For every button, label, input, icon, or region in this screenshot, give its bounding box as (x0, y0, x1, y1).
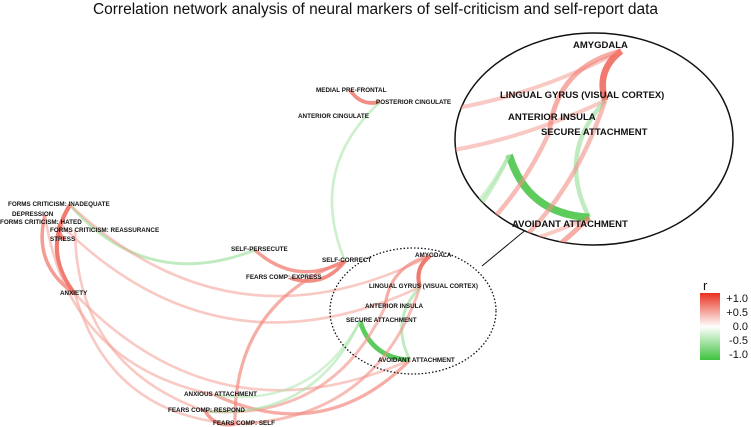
node-label-fcs: FEARS COMP: SELF (213, 420, 275, 427)
zoom-label: SECURE ATTACHMENT (541, 127, 648, 138)
figure-title: Correlation network analysis of neural m… (92, 1, 659, 18)
zoom-inset-labels: AMYGDALA LINGUAL GYRUS (VISUAL CORTEX) ANT… (500, 40, 664, 230)
zoom-label: AMYGDALA (573, 40, 628, 51)
edge-pc-sc (330, 101, 381, 262)
edge-fci-sp (68, 204, 256, 266)
legend-tick: +0.5 (726, 307, 748, 319)
edge-anxa-av (214, 358, 412, 416)
node-label-fcrs: FEARS COMP: RESPOND (168, 407, 245, 414)
edge-dep-anxa (43, 214, 216, 397)
zoom-edge-fch-lg (455, 33, 607, 160)
legend-title: r (703, 278, 708, 293)
edge-fcr-fcrs (73, 229, 206, 413)
edge-fce-sc (289, 259, 347, 283)
edge-fcs-lg (234, 286, 422, 426)
edge-sc-fcs (233, 259, 346, 425)
node-label-ac: ANTERIOR CINGULATE (298, 113, 369, 120)
edges (40, 88, 432, 427)
legend-tick: -1.0 (729, 349, 748, 361)
zoom-edge-anxa-sa (455, 154, 511, 245)
edge-amy-ai (383, 254, 431, 308)
edge-fci-anx (54, 203, 77, 296)
node-label-pc: POSTERIOR CINGULATE (376, 99, 451, 106)
edge-anx-av (74, 293, 411, 392)
node-label-dep: DEPRESSION (12, 211, 54, 218)
node-label-anxa: ANXIOUS ATTACHMENT (184, 391, 257, 398)
edge-sa-av (357, 320, 411, 363)
legend-colorbar (700, 293, 720, 360)
node-label-lg: LINGUAL GYRUS (VISUAL CORTEX) (369, 283, 478, 290)
node-label-str: STRESS (50, 236, 75, 243)
node-label-av: AVOIDANT ATTACHMENT (378, 357, 455, 364)
node-labels: MEDIAL PRE-FRONTAL POSTERIOR CINGULATE ANT… (0, 87, 478, 427)
node-label-anx: ANXIETY (60, 290, 88, 297)
zoom-edge-fcrs-ai (455, 131, 552, 245)
color-legend: r +1.0 +0.5 0.0 -0.5 -1.0 (700, 278, 748, 361)
node-label-sc: SELF-CORRECT (322, 257, 371, 264)
node-label-amy: AMYGDALA (415, 252, 452, 259)
edge-anxa-sa (214, 320, 362, 399)
zoom-label: LINGUAL GYRUS (VISUAL CORTEX) (500, 90, 664, 101)
edge-fcrs-sa (204, 320, 362, 414)
zoom-edge-sa-av (505, 153, 590, 222)
edge-mpf-pc (348, 88, 381, 105)
node-label-fci: FORMS CRITICISM: INADEQUATE (8, 201, 110, 208)
zoom-edge-fcs-lg (455, 99, 608, 245)
edge-lg-av (400, 286, 422, 361)
zoom-region-ellipse (329, 247, 497, 375)
zoom-connector-line (481, 227, 529, 267)
edge-fci-amy (69, 204, 431, 298)
zoom-label: AVOIDANT ATTACHMENT (512, 219, 628, 230)
node-label-sa: SECURE ATTACHMENT (346, 317, 417, 324)
legend-tick: -0.5 (729, 335, 748, 347)
zoom-edge-fci-amy (455, 33, 623, 118)
legend-tick: +1.0 (726, 293, 748, 305)
edge-anx-fcs (73, 293, 236, 426)
node-label-ai: ANTERIOR INSULA (365, 303, 424, 310)
node-label-fch: FORMS CRITICISM: HATED (0, 219, 82, 226)
node-label-sp: SELF-PERSECUTE (231, 246, 288, 253)
zoom-edge-fcrs-sa (455, 154, 512, 245)
node-label-fce: FEARS COMP: EXPRESS (246, 274, 322, 281)
edge-fcrs-fcs (203, 410, 236, 427)
zoom-edge-lg-av (573, 99, 607, 219)
zoom-inset-edges (455, 33, 624, 245)
zoom-edge-amy-ai (546, 48, 622, 133)
edge-fch-str (57, 223, 67, 242)
zoom-label: ANTERIOR INSULA (508, 112, 596, 123)
edge-fch-lg (59, 223, 421, 324)
node-label-mpf: MEDIAL PRE-FRONTAL (316, 87, 387, 94)
legend-tick: 0.0 (733, 321, 748, 333)
node-label-fcr: FORMS CRITICISM: REASSURANCE (50, 227, 159, 234)
